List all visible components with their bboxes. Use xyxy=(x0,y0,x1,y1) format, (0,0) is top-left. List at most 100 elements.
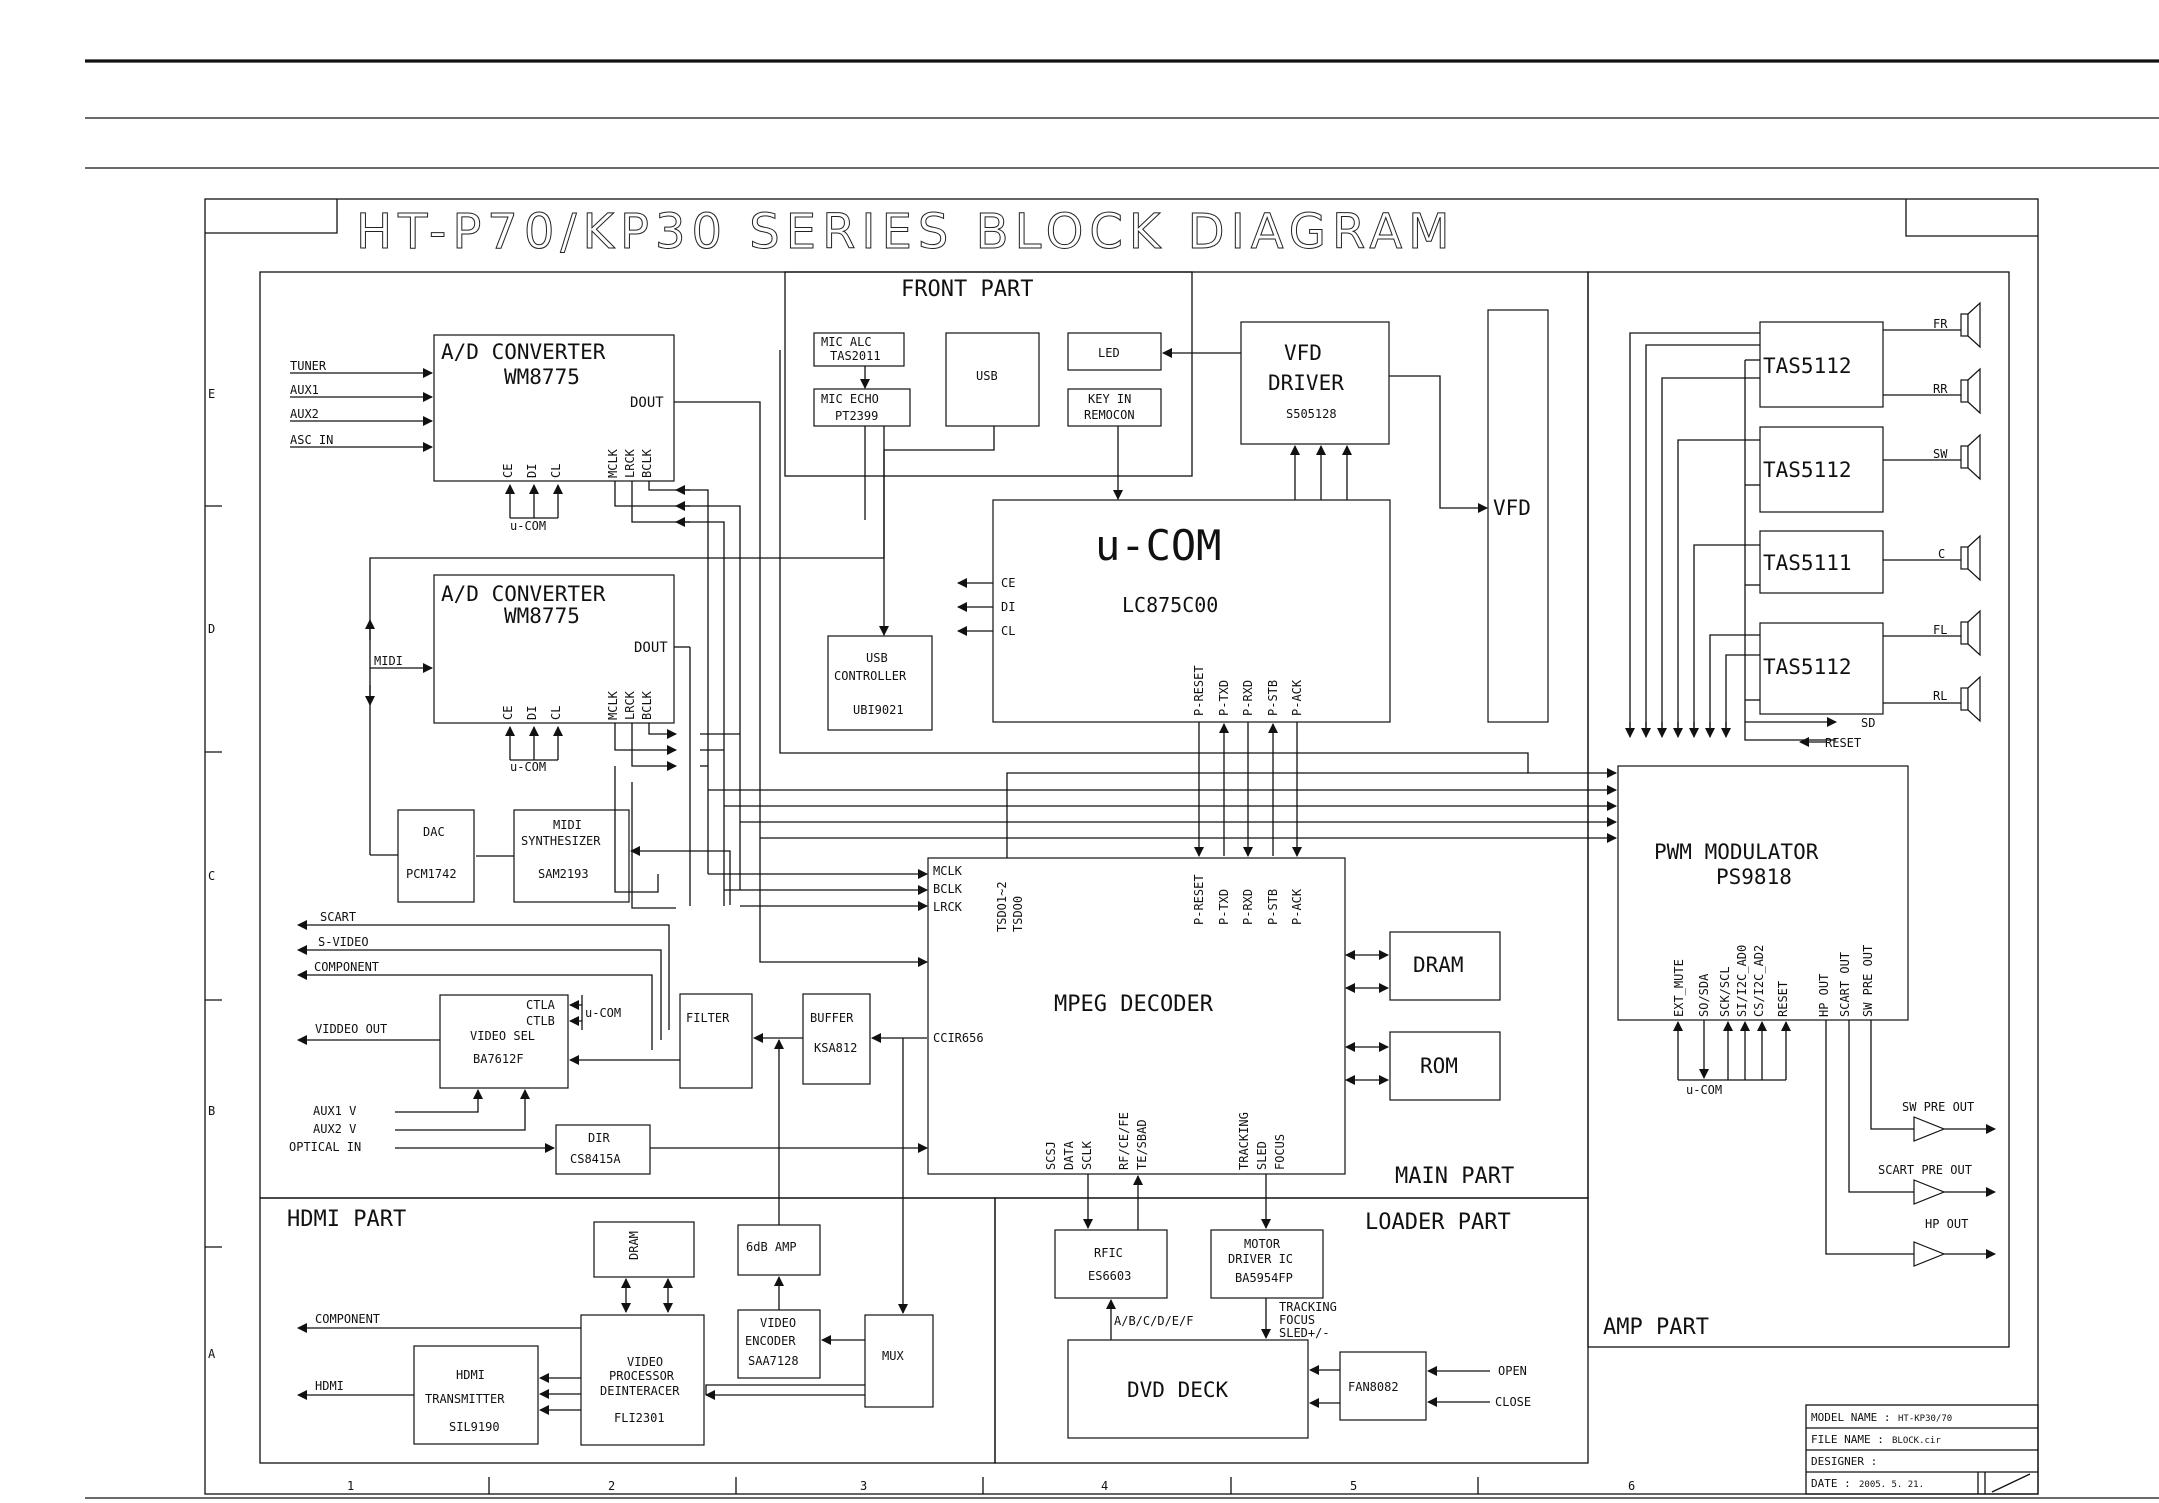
midi-synth-block: MIDI SYNTHESIZER SAM2193 xyxy=(513,809,630,903)
svg-text:5: 5 xyxy=(1350,1479,1357,1493)
svg-text:1: 1 xyxy=(347,1479,354,1493)
svg-text:TE/SBAD: TE/SBAD xyxy=(1135,1119,1149,1170)
svg-text:DOUT: DOUT xyxy=(634,640,668,656)
svg-text:BA7612F: BA7612F xyxy=(473,1052,524,1066)
svg-text:SW PRE OUT: SW PRE OUT xyxy=(1902,1100,1974,1114)
i2s-bus-to-pwm xyxy=(708,350,1617,858)
svg-text:P-ACK: P-ACK xyxy=(1290,679,1304,716)
rom-block: ROM xyxy=(1389,1031,1501,1101)
loader-part-label: LOADER PART xyxy=(1365,1210,1511,1235)
video-sel-block: CTLA CTLB VIDEO SEL BA7612F u-COM VIDDEO… xyxy=(315,994,621,1089)
svg-text:MIC ECHO: MIC ECHO xyxy=(821,392,879,406)
svg-text:FL: FL xyxy=(1933,623,1947,637)
hdmi-dram-block: DRAM xyxy=(593,1221,695,1278)
svg-text:LRCK: LRCK xyxy=(933,900,963,914)
svg-text:PS9818: PS9818 xyxy=(1716,865,1792,889)
main-part-label: MAIN PART xyxy=(1395,1164,1514,1189)
svg-text:P-ACK: P-ACK xyxy=(1290,888,1304,925)
hdmi-dram-arrows xyxy=(621,1278,673,1313)
svg-text:HDMI: HDMI xyxy=(456,1368,485,1382)
svg-text:MIDI: MIDI xyxy=(553,818,582,832)
vfd-block: VFD xyxy=(1487,309,1549,723)
svg-text:P-RXD: P-RXD xyxy=(1241,680,1255,716)
svg-text:SYNTHESIZER: SYNTHESIZER xyxy=(521,834,601,848)
svg-text:HP OUT: HP OUT xyxy=(1817,974,1831,1017)
svg-text:KSA812: KSA812 xyxy=(814,1041,857,1055)
svg-text:TAS5112: TAS5112 xyxy=(1763,458,1852,482)
svg-text:6: 6 xyxy=(1628,1479,1635,1493)
svg-text:FOCUS: FOCUS xyxy=(1279,1313,1315,1327)
svg-text:TSDO0: TSDO0 xyxy=(1011,896,1025,932)
svg-text:ROM: ROM xyxy=(1420,1054,1458,1078)
svg-text:DAC: DAC xyxy=(423,825,445,839)
motor-driver-block: MOTOR DRIVER IC BA5954FP xyxy=(1210,1229,1324,1299)
svg-text:DESIGNER :: DESIGNER : xyxy=(1811,1455,1877,1468)
mic-echo-block: MIC ECHO PT2399 xyxy=(813,388,911,427)
processor-to-transmitter xyxy=(539,1373,581,1415)
svg-text:P-RESET: P-RESET xyxy=(1192,665,1206,716)
svg-text:REMOCON: REMOCON xyxy=(1084,408,1135,422)
reset-label: RESET xyxy=(1825,736,1861,750)
svg-text:MCLK: MCLK xyxy=(606,448,620,478)
svg-text:DATA: DATA xyxy=(1062,1140,1076,1170)
speaker-sw-icon xyxy=(1960,433,1981,481)
svg-text:TUNER: TUNER xyxy=(290,359,327,373)
svg-text:PWM MODULATOR: PWM MODULATOR xyxy=(1654,840,1819,864)
svg-text:SCSJ: SCSJ xyxy=(1044,1141,1058,1170)
svg-text:BCLK: BCLK xyxy=(933,882,963,896)
svg-text:MCLK: MCLK xyxy=(933,864,963,878)
svg-text:MUX: MUX xyxy=(882,1349,904,1363)
svg-text:TAS5112: TAS5112 xyxy=(1763,655,1852,679)
tas-chip-4: TAS5112 xyxy=(1759,622,1884,715)
svg-text:AUX2 V: AUX2 V xyxy=(313,1122,356,1136)
svg-text:DRIVER: DRIVER xyxy=(1268,371,1344,395)
svg-text:A/D CONVERTER: A/D CONVERTER xyxy=(441,582,606,606)
grid-col-markers: 1 2 3 4 5 6 xyxy=(347,1477,1635,1494)
svg-text:DATE :: DATE : xyxy=(1811,1477,1851,1490)
pwm-ucom-lines: u-COM xyxy=(1673,1020,1791,1097)
svg-text:B: B xyxy=(208,1104,215,1118)
hdmi-transmitter-block: HDMI TRANSMITTER SIL9190 xyxy=(413,1345,539,1445)
svg-text:MODEL NAME :: MODEL NAME : xyxy=(1811,1411,1890,1424)
svg-text:6dB AMP: 6dB AMP xyxy=(746,1240,797,1254)
drawing-frame xyxy=(204,198,2039,1495)
svg-text:E: E xyxy=(208,387,215,401)
svg-text:RR: RR xyxy=(1933,382,1948,396)
svg-text:PCM1742: PCM1742 xyxy=(406,867,457,881)
ucom-mpeg-port-lines xyxy=(1194,722,1302,857)
svg-text:SCK/SCL: SCK/SCL xyxy=(1718,966,1732,1017)
svg-text:USB: USB xyxy=(866,651,888,665)
ucom-side-arrows xyxy=(957,445,1352,636)
svg-text:3: 3 xyxy=(860,1479,867,1493)
key-in-remocon-block: KEY IN REMOCON xyxy=(1067,388,1162,427)
svg-text:TAS5111: TAS5111 xyxy=(1763,551,1852,575)
svg-text:WM8775: WM8775 xyxy=(504,604,580,628)
svg-text:OPEN: OPEN xyxy=(1498,1364,1527,1378)
usb-to-controller xyxy=(879,426,995,636)
svg-text:DRIVER IC: DRIVER IC xyxy=(1228,1252,1293,1266)
frame-corner-right xyxy=(1905,199,2038,237)
ucom-block: u-COM LC875C00 CE DI CL P-RESET P-TXD P-… xyxy=(992,499,1391,723)
svg-text:2005. 5. 21.: 2005. 5. 21. xyxy=(1859,1480,1924,1490)
svg-text:DI: DI xyxy=(1001,600,1015,614)
video-output-lines: SCART S-VIDEO COMPONENT xyxy=(297,910,670,1050)
svg-text:DVD DECK: DVD DECK xyxy=(1127,1378,1229,1402)
svg-text:2: 2 xyxy=(608,1479,615,1493)
svg-text:VIDDEO OUT: VIDDEO OUT xyxy=(315,1022,387,1036)
svg-text:A: A xyxy=(208,1347,216,1361)
svg-text:HT-KP30/70: HT-KP30/70 xyxy=(1898,1414,1952,1424)
svg-text:TSDO1~2: TSDO1~2 xyxy=(995,881,1009,932)
memory-bus-arrows xyxy=(1345,950,1389,1085)
svg-text:DRAM: DRAM xyxy=(1413,953,1464,977)
fan-arrows: OPEN CLOSE xyxy=(1309,1364,1531,1409)
svg-text:TRACKING: TRACKING xyxy=(1237,1112,1251,1170)
svg-text:SCART PRE OUT: SCART PRE OUT xyxy=(1878,1163,1972,1177)
tas-feed-lines xyxy=(1625,332,1837,741)
svg-text:MIDI: MIDI xyxy=(374,654,403,668)
svg-text:CTLA: CTLA xyxy=(526,998,556,1012)
mpeg-loader-arrows xyxy=(1083,1174,1271,1230)
front-part-frame xyxy=(784,271,1193,477)
svg-text:P-RXD: P-RXD xyxy=(1241,889,1255,925)
svg-text:SW: SW xyxy=(1933,447,1948,461)
svg-text:SLED+/-: SLED+/- xyxy=(1279,1326,1330,1340)
